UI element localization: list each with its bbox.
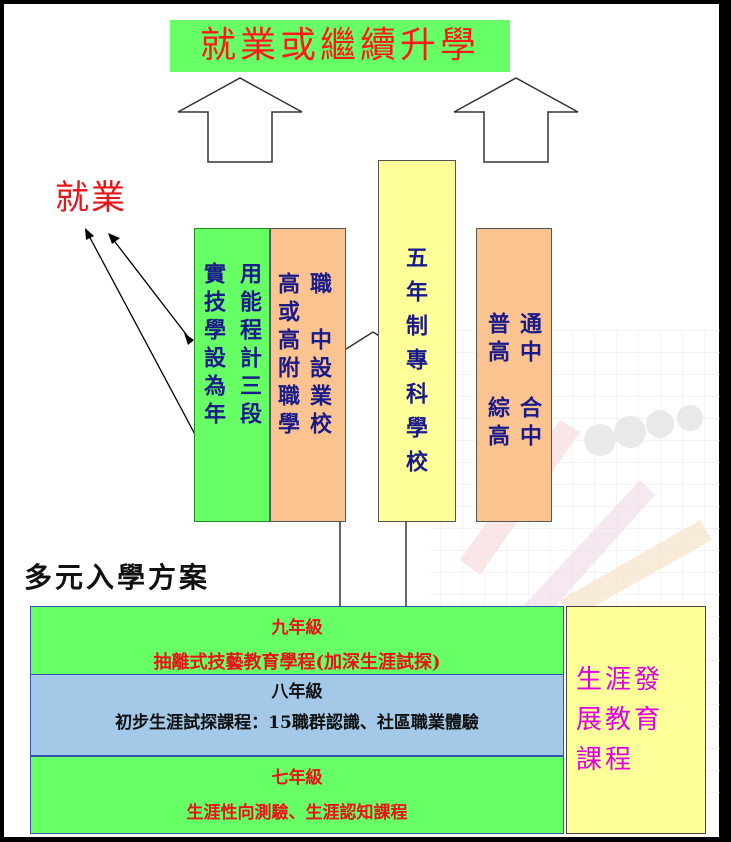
five-year-college-box [378, 160, 456, 522]
vocational-school-box [270, 228, 346, 522]
practical-program-col1: 實技學設為年 [200, 262, 226, 430]
general-high-col1: 普高 綜高 [484, 312, 510, 452]
vocational-school-col1: 高或高附職學 [274, 272, 300, 440]
multi-entrance-label: 多元入學方案 [24, 561, 211, 594]
grade8-text: 初步生涯試探課程：15職群認識、社區職業體驗 [115, 713, 479, 733]
grade9-title: 九年級 [271, 618, 323, 638]
vocational-school-col2: 職 中設業校 [306, 272, 332, 440]
general-high-col2: 通中 合中 [516, 312, 542, 452]
title-box: 就業或繼續升學 [170, 20, 510, 72]
grade9-box: 九年級 抽離式技藝教育學程(加深生涯試探) [30, 606, 564, 676]
grade8-box: 八年級 初步生涯試探課程：15職群認識、社區職業體驗 [30, 674, 564, 756]
five-year-college-text: 五年制專科學校 [402, 246, 428, 484]
grade7-box: 七年級 生涯性向測驗、生涯認知課程 [30, 756, 564, 834]
employment-label: 就業 [55, 178, 127, 218]
grade9-text: 抽離式技藝教育學程(加深生涯試探) [153, 652, 441, 673]
grade7-title: 七年級 [271, 768, 323, 788]
general-high-box [476, 228, 552, 522]
practical-program-col2: 用能程計三段 [236, 262, 262, 430]
career-course-box [566, 606, 706, 834]
career-course-text: 生涯發展教育課程 [576, 665, 664, 775]
grade7-text: 生涯性向測驗、生涯認知課程 [186, 803, 408, 823]
grade8-title: 八年級 [271, 682, 323, 702]
practical-program-box [194, 228, 270, 522]
